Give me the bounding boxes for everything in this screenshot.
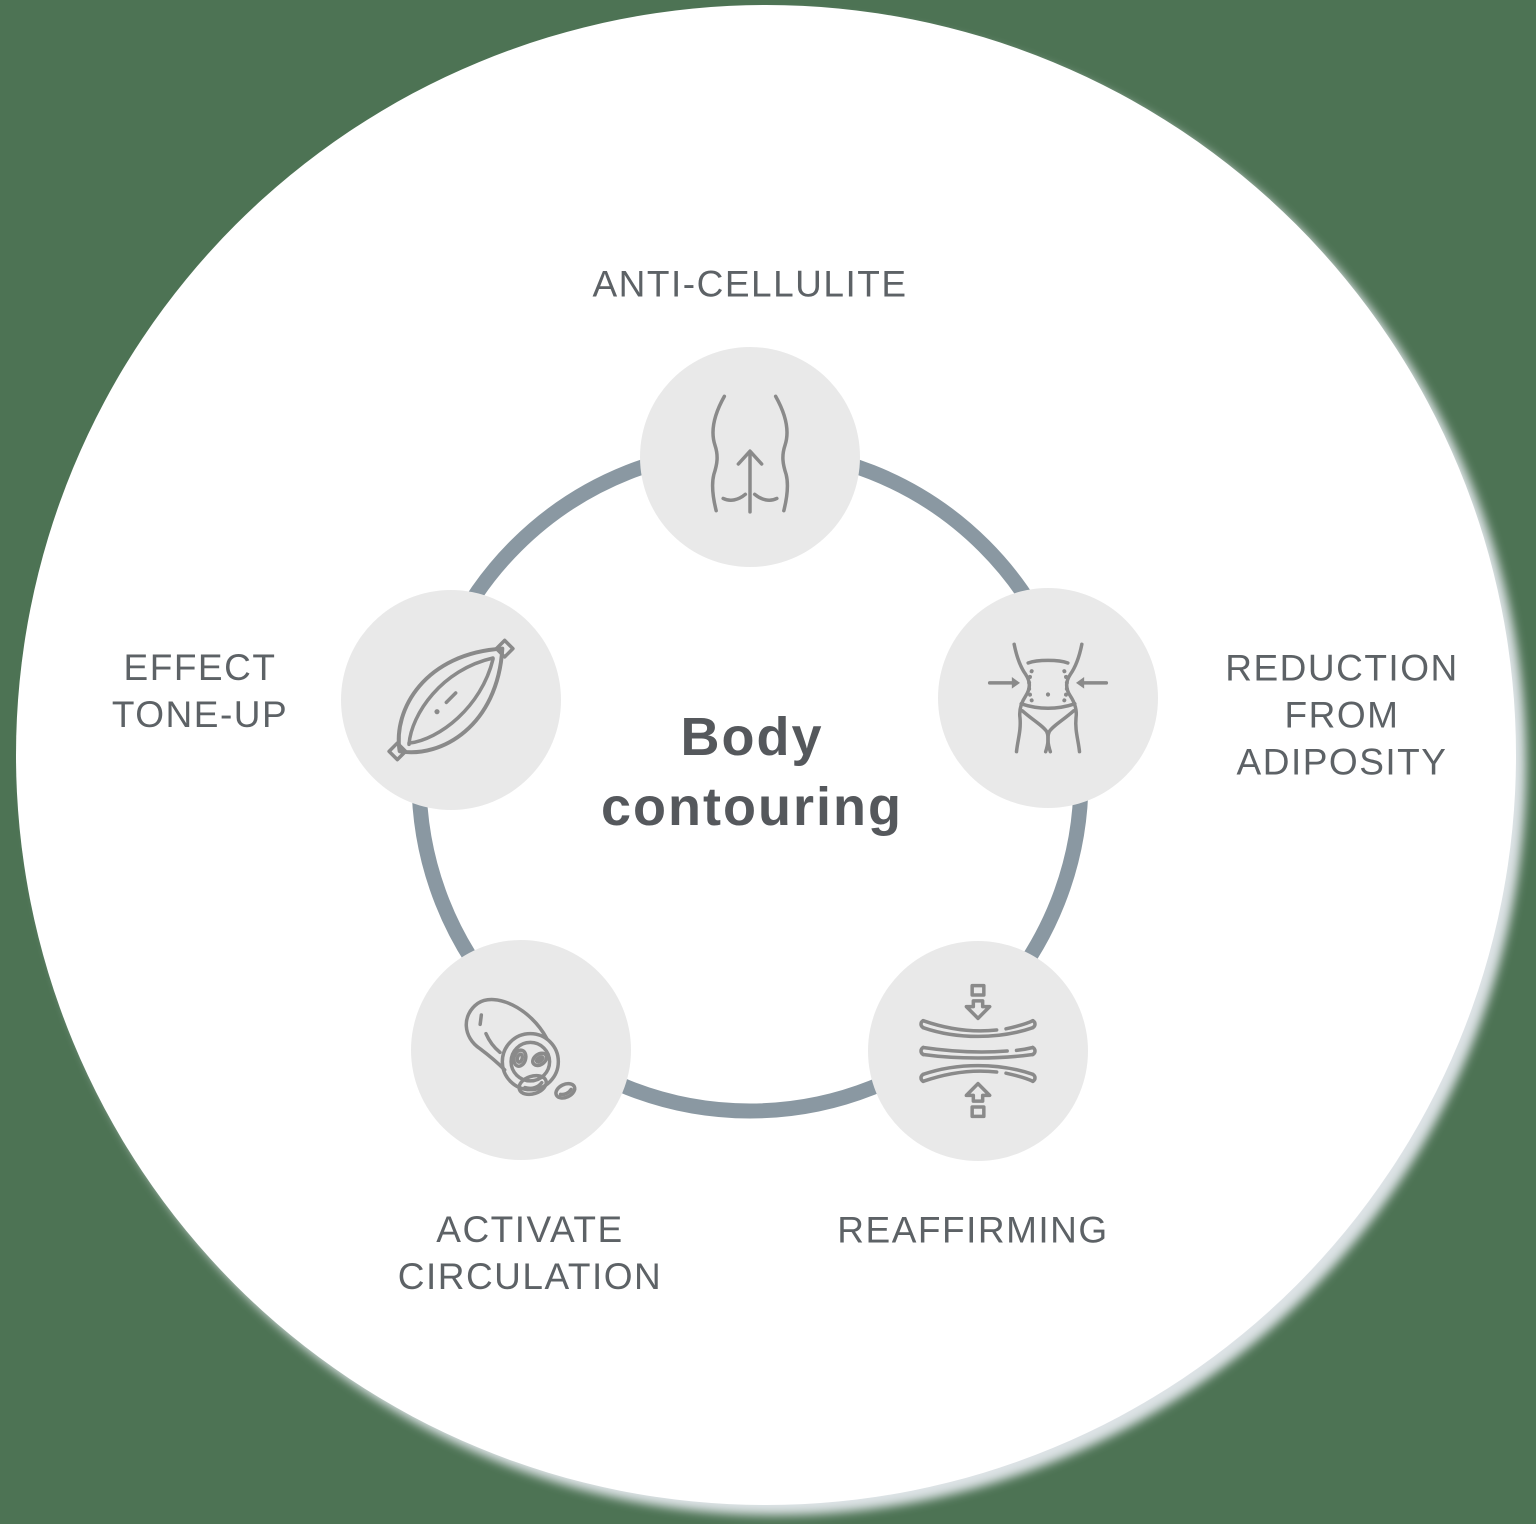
skin-layers bbox=[919, 1018, 1037, 1084]
node-effect-tone-up bbox=[341, 590, 561, 810]
compression-arrows bbox=[964, 983, 992, 1119]
node-anti-cellulite bbox=[640, 347, 860, 567]
node-reaffirming bbox=[868, 941, 1088, 1161]
waist-outline bbox=[1012, 642, 1084, 754]
muscle-spindle bbox=[387, 638, 515, 762]
node-activate-circulation bbox=[411, 940, 631, 1160]
label-reaffirming: REAFFIRMING bbox=[837, 1209, 1109, 1251]
label-effect-tone-up: EFFECT TONE-UP bbox=[111, 647, 289, 735]
label-reduction-from-adiposity: REDUCTION FROM ADIPOSITY bbox=[1225, 647, 1459, 783]
label-activate-circulation: ACTIVATE CIRCULATION bbox=[397, 1209, 663, 1297]
waist-slimming-icon bbox=[987, 642, 1109, 754]
background-circle bbox=[16, 5, 1516, 1505]
skin-layers-compression-icon bbox=[919, 983, 1037, 1119]
center-title: Body contouring bbox=[601, 707, 903, 837]
inward-arrows bbox=[987, 677, 1109, 689]
node-reduction-from-adiposity bbox=[938, 588, 1158, 808]
blood-cells bbox=[512, 1048, 577, 1100]
muscle-icon bbox=[387, 638, 515, 762]
buttocks-outline bbox=[710, 394, 790, 514]
buttocks-icon bbox=[710, 394, 790, 514]
blood-vessel-icon bbox=[464, 997, 577, 1100]
label-anti-cellulite: ANTI-CELLULITE bbox=[592, 263, 908, 305]
